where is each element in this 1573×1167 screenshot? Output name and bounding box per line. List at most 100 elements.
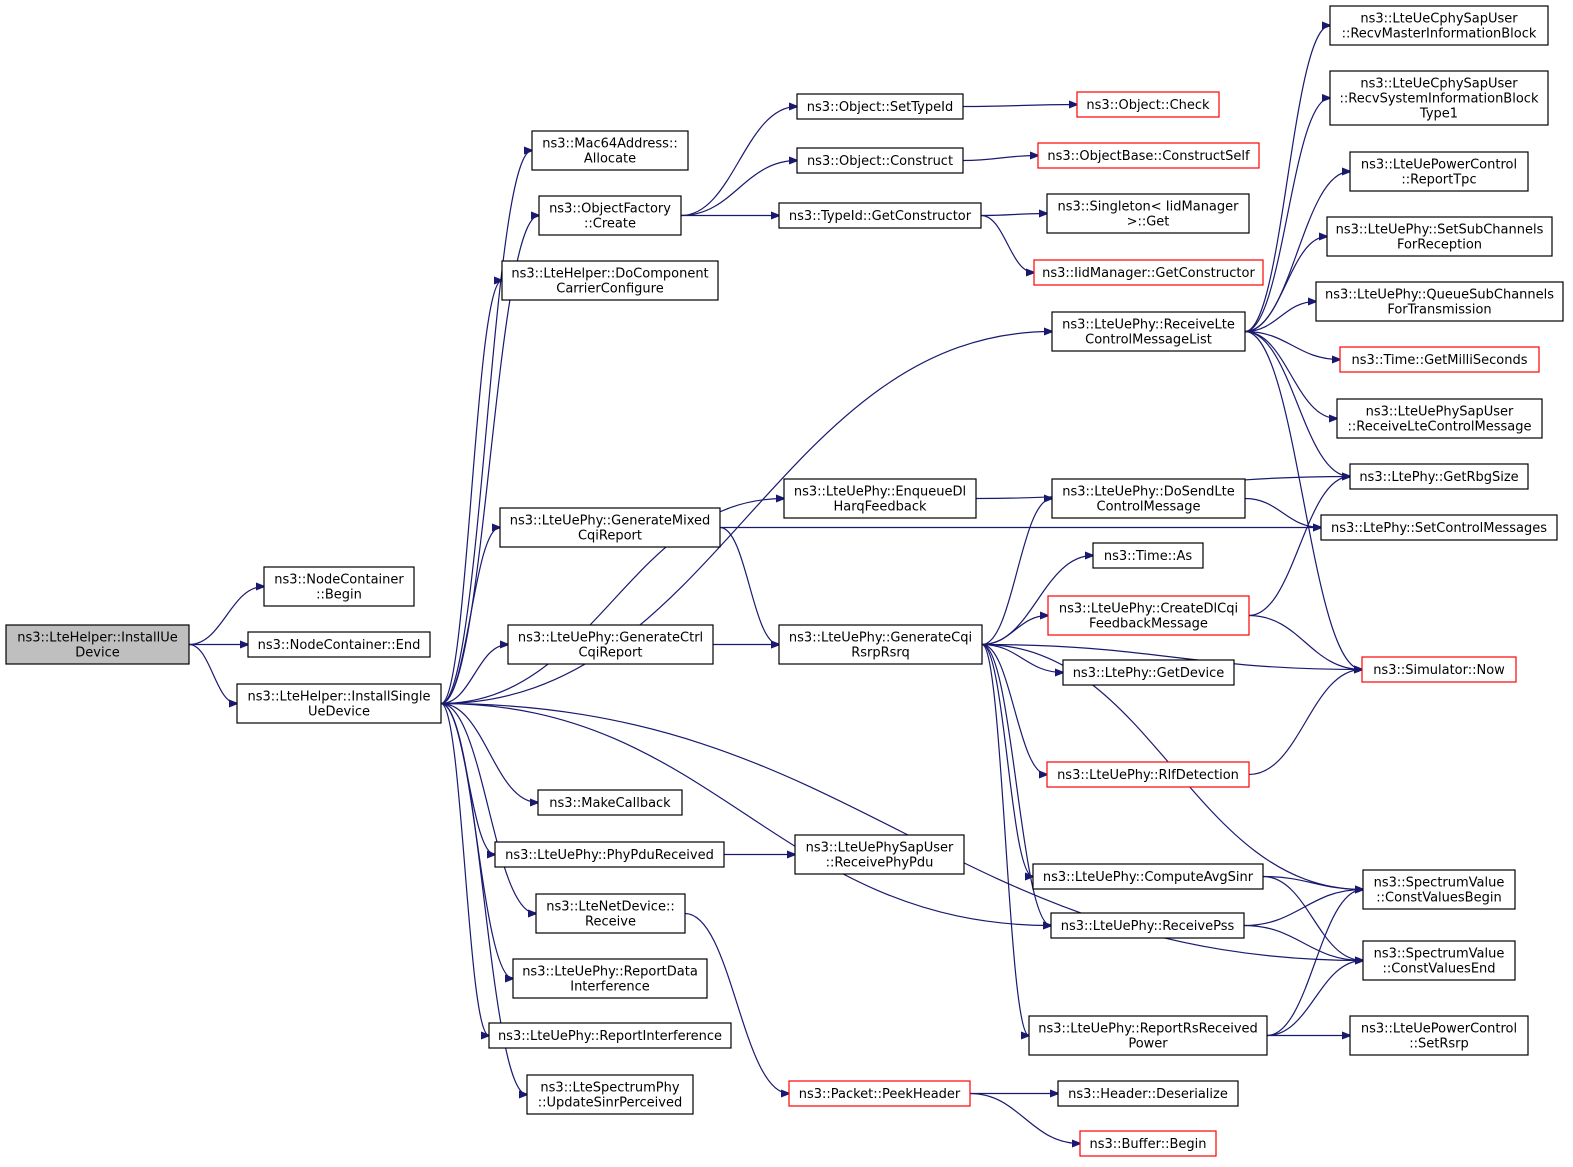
node-reportintf[interactable]: ns3::LteUePhy::ReportInterference [488, 1022, 732, 1049]
node-label-line: ns3::NodeContainer::End [258, 638, 421, 653]
edge-recvpss-to-cvbegin [1243, 890, 1363, 927]
node-recvsib[interactable]: ns3::LteUeCphySapUser::RecvSystemInforma… [1329, 70, 1549, 126]
node-iidctor[interactable]: ns3::IidManager::GetConstructor [1033, 259, 1264, 286]
edge-gencqi-to-recvpss [981, 643, 1051, 926]
node-label-line: CqiReport [578, 646, 642, 661]
edge-installsingle-to-mac64 [440, 151, 532, 705]
node-box [1349, 463, 1529, 490]
edge-rsrecv-to-cvend [1266, 961, 1363, 1037]
node-simnow[interactable]: ns3::Simulator::Now [1361, 656, 1517, 683]
node-label-line: ns3::LteUePhy::ReportInterference [498, 1029, 722, 1044]
node-recvltectrl[interactable]: ns3::LteUePhySapUser::ReceiveLteControlM… [1336, 398, 1543, 439]
node-label-line: ns3::LteUePhySapUser [1366, 405, 1514, 420]
node-box [1047, 595, 1250, 636]
node-recvpss[interactable]: ns3::LteUePhy::ReceivePss [1050, 912, 1245, 939]
node-nodecont_end[interactable]: ns3::NodeContainer::End [247, 631, 431, 658]
node-label-line: ns3::LteSpectrumPhy [540, 1081, 679, 1096]
node-rlf[interactable]: ns3::LteUePhy::RlfDetection [1046, 761, 1250, 788]
node-phypdu[interactable]: ns3::LteUePhy::PhyPduReceived [494, 841, 725, 868]
edge-avgsinr-to-cvend [1262, 875, 1363, 961]
node-mac64[interactable]: ns3::Mac64Address::Allocate [531, 130, 689, 171]
node-label-line: ns3::Object::SetTypeId [807, 100, 953, 115]
node-label-line: ::ReportTpc [1401, 173, 1476, 188]
node-label-line: ns3::LteUePhy::ReceiveLte [1062, 318, 1235, 333]
node-box [1062, 659, 1235, 686]
node-box [1315, 281, 1564, 322]
node-label-line: ns3::SpectrumValue [1374, 947, 1505, 962]
node-label-line: Device [75, 646, 119, 661]
node-recvctrllist[interactable]: ns3::LteUePhy::ReceiveLteControlMessageL… [1051, 311, 1246, 352]
node-recvmib[interactable]: ns3::LteUeCphySapUser::RecvMasterInforma… [1329, 5, 1549, 46]
node-timeas[interactable]: ns3::Time::As [1092, 542, 1204, 569]
edge-installsingle-to-recvctrllist [440, 332, 1052, 705]
node-box [1032, 863, 1264, 890]
node-label-line: ns3::LteUeCphySapUser [1360, 77, 1518, 92]
node-label-line: ForTransmission [1387, 303, 1491, 318]
node-setrsrp[interactable]: ns3::LteUePowerControl::SetRsrp [1349, 1015, 1529, 1056]
node-cvbegin[interactable]: ns3::SpectrumValue::ConstValuesBegin [1362, 869, 1516, 910]
node-check[interactable]: ns3::Object::Check [1076, 91, 1220, 118]
node-objfactory[interactable]: ns3::ObjectFactory::Create [538, 195, 682, 236]
node-constructself[interactable]: ns3::ObjectBase::ConstructSelf [1037, 142, 1260, 169]
node-rbgsize[interactable]: ns3::LtePhy::GetRbgSize [1349, 463, 1529, 490]
node-box [1339, 346, 1540, 373]
node-queuesubch[interactable]: ns3::LteUePhy::QueueSubChannelsForTransm… [1315, 281, 1564, 322]
edge-rsrecv-to-cvbegin [1266, 890, 1363, 1037]
node-docomp[interactable]: ns3::LteHelper::DoComponentCarrierConfig… [501, 260, 719, 301]
node-peekheader[interactable]: ns3::Packet::PeekHeader [788, 1080, 971, 1107]
node-box [526, 1074, 694, 1115]
node-bufbegin[interactable]: ns3::Buffer::Begin [1079, 1130, 1217, 1157]
edge-installue-to-installsingle [188, 643, 237, 704]
node-nodecont_begin[interactable]: ns3::NodeContainer::Begin [263, 566, 415, 607]
node-label-line: ns3::LteUePhy::GenerateCqi [789, 631, 972, 646]
node-box [507, 624, 714, 665]
node-label-line: ns3::LteUePhy::ReportData [522, 965, 698, 980]
edge-dosend-to-setctrlmsgs [1244, 497, 1321, 528]
edge-getctor-to-iidctor [980, 214, 1034, 273]
node-getctor[interactable]: ns3::TypeId::GetConstructor [778, 202, 982, 229]
node-makecb[interactable]: ns3::MakeCallback [537, 789, 683, 816]
node-box [1362, 940, 1516, 981]
node-netdevrecv[interactable]: ns3::LteNetDevice::Receive [535, 893, 686, 934]
node-label-line: ns3::Buffer::Begin [1089, 1137, 1206, 1152]
node-reporttpc[interactable]: ns3::LteUePowerControl::ReportTpc [1349, 151, 1529, 192]
edge-installsingle-to-recvpss [440, 702, 1051, 926]
node-recvphypdu[interactable]: ns3::LteUePhySapUser::ReceivePhyPdu [794, 834, 965, 875]
edge-construct-to-constructself [962, 156, 1038, 162]
node-setctrlmsgs[interactable]: ns3::LtePhy::SetControlMessages [1320, 514, 1558, 541]
edge-installsingle-to-cvend [440, 702, 1363, 961]
node-deserialize[interactable]: ns3::Header::Deserialize [1057, 1080, 1239, 1107]
node-updatesinr[interactable]: ns3::LteSpectrumPhy::UpdateSinrPerceived [526, 1074, 694, 1115]
node-cvend[interactable]: ns3::SpectrumValue::ConstValuesEnd [1362, 940, 1516, 981]
node-singleton[interactable]: ns3::Singleton< IidManager>::Get [1046, 193, 1250, 234]
node-getmilli[interactable]: ns3::Time::GetMilliSeconds [1339, 346, 1540, 373]
node-construct[interactable]: ns3::Object::Construct [796, 147, 964, 174]
node-avgsinr[interactable]: ns3::LteUePhy::ComputeAvgSinr [1032, 863, 1264, 890]
edge-recvctrllist-to-getmilli [1244, 330, 1340, 360]
edge-recvctrllist-to-setsubch [1244, 237, 1327, 333]
edge-installsingle-to-genctrl [440, 645, 508, 705]
edge-installsingle-to-docomp [440, 281, 502, 705]
node-label-line: ns3::LtePhy::GetRbgSize [1359, 470, 1518, 485]
node-settypeid[interactable]: ns3::Object::SetTypeId [796, 93, 964, 120]
node-box [488, 1022, 732, 1049]
node-createdlcqi[interactable]: ns3::LteUePhy::CreateDlCqiFeedbackMessag… [1047, 595, 1250, 636]
node-getdevice[interactable]: ns3::LtePhy::GetDevice [1062, 659, 1235, 686]
node-label-line: ns3::LteUePhy::QueueSubChannels [1325, 288, 1554, 303]
edge-installsingle-to-netdevrecv [440, 702, 536, 914]
node-label-line: ::UpdateSinrPerceived [538, 1096, 682, 1111]
node-box [783, 478, 977, 519]
node-setsubch[interactable]: ns3::LteUePhy::SetSubChannelsForReceptio… [1326, 216, 1553, 257]
node-box [535, 893, 686, 934]
